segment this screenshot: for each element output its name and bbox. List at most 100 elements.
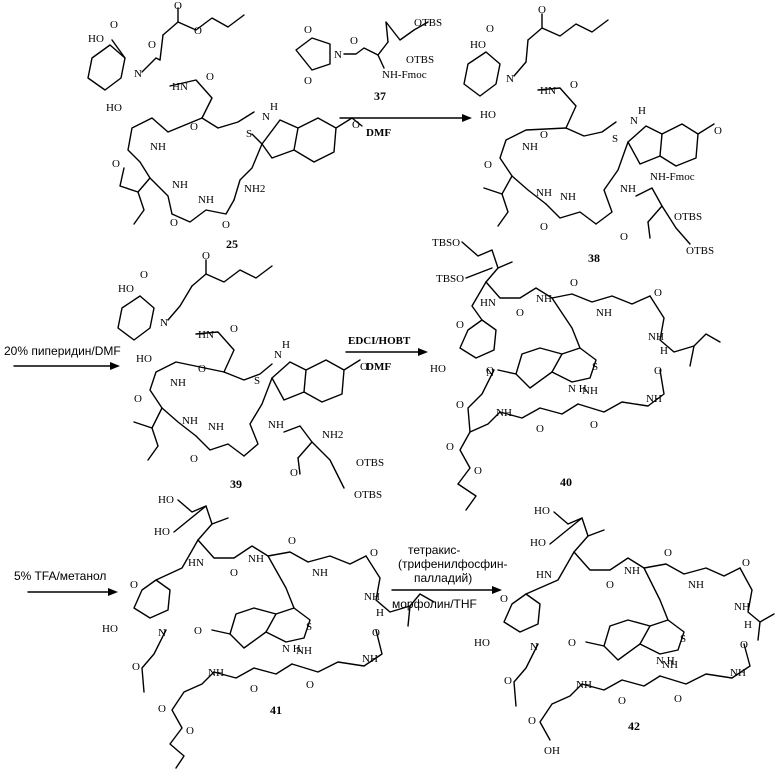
atom-nh: NH bbox=[536, 293, 552, 305]
atom-o: O bbox=[306, 679, 314, 691]
atom-o: O bbox=[504, 675, 512, 687]
atom-nh: NH bbox=[596, 307, 612, 319]
atom-o: O bbox=[202, 250, 210, 262]
reagent-edci-hobt: EDCI/HOBT bbox=[348, 335, 411, 347]
compound-40: TBSO TBSO HN O NH O NH O NH H O NH NH O … bbox=[430, 237, 720, 510]
atom-o: O bbox=[190, 453, 198, 465]
atom-o: O bbox=[570, 277, 578, 289]
atom-otbs: OTBS bbox=[686, 245, 714, 257]
atom-o: O bbox=[540, 221, 548, 233]
atom-o: O bbox=[190, 121, 198, 133]
atom-o: O bbox=[174, 0, 182, 12]
atom-tbso: TBSO bbox=[436, 273, 464, 285]
atom-otbs: OTBS bbox=[356, 457, 384, 469]
atom-ho: HO bbox=[430, 363, 446, 375]
atom-n-h: N H bbox=[656, 655, 675, 667]
atom-ho: HO bbox=[154, 526, 170, 538]
atom-nh: NH bbox=[730, 667, 746, 679]
atom-o: O bbox=[222, 219, 230, 231]
atom-hn: HN bbox=[540, 85, 556, 97]
atom-o: O bbox=[664, 547, 672, 559]
atom-nh: NH bbox=[620, 183, 636, 195]
atom-nh: NH bbox=[646, 393, 662, 405]
atom-o: O bbox=[528, 715, 536, 727]
compound-25: O O HO O N HO O HN O S N H O NH2 O NH O … bbox=[88, 0, 362, 251]
atom-o: O bbox=[500, 593, 508, 605]
atom-o: O bbox=[372, 627, 380, 639]
reagent-pd-line1: тетракис- bbox=[408, 543, 460, 557]
reagent-dmf: DMF bbox=[366, 361, 391, 373]
atom-o: O bbox=[186, 725, 194, 737]
atom-nh: NH bbox=[734, 601, 750, 613]
atom-o: O bbox=[618, 695, 626, 707]
atom-n: N bbox=[506, 73, 514, 85]
atom-nh: NH bbox=[198, 194, 214, 206]
atom-o: O bbox=[516, 307, 524, 319]
atom-ho: HO bbox=[158, 494, 174, 506]
atom-nh: NH bbox=[522, 141, 538, 153]
atom-s: S bbox=[592, 361, 598, 373]
atom-nh: NH bbox=[208, 421, 224, 433]
atom-hn: HN bbox=[188, 557, 204, 569]
atom-h: H bbox=[660, 345, 668, 357]
atom-n: N bbox=[630, 115, 638, 127]
atom-hn: HN bbox=[198, 329, 214, 341]
atom-o: O bbox=[446, 441, 454, 453]
atom-nh: NH bbox=[560, 191, 576, 203]
atom-o: O bbox=[132, 661, 140, 673]
atom-o: O bbox=[206, 71, 214, 83]
atom-nh: NH bbox=[248, 553, 264, 565]
atom-o: O bbox=[198, 363, 206, 375]
compound-number: 38 bbox=[588, 251, 600, 265]
atom-n: N bbox=[274, 349, 282, 361]
atom-n-h: N H bbox=[282, 643, 301, 655]
atom-o: O bbox=[288, 535, 296, 547]
atom-n: N bbox=[262, 111, 270, 123]
atom-ho: HO bbox=[118, 283, 134, 295]
atom-ho: HO bbox=[480, 109, 496, 121]
reaction-arrow-2: 20% пиперидин/DMF bbox=[4, 344, 121, 370]
atom-o: O bbox=[742, 557, 750, 569]
atom-o: O bbox=[654, 287, 662, 299]
atom-h: H bbox=[744, 619, 752, 631]
atom-o: O bbox=[484, 159, 492, 171]
atom-o: O bbox=[134, 393, 142, 405]
atom-o: O bbox=[290, 467, 298, 479]
atom-nh: NH bbox=[536, 187, 552, 199]
atom-n: N bbox=[334, 49, 342, 61]
atom-h: H bbox=[376, 607, 384, 619]
atom-o: O bbox=[606, 579, 614, 591]
reaction-arrow-5: тетракис- (трифенилфосфин- палладий) мор… bbox=[392, 543, 508, 611]
atom-s: S bbox=[612, 133, 618, 145]
compound-number: 25 bbox=[226, 237, 238, 251]
reagent-tfa: 5% TFA/метанол bbox=[14, 569, 106, 583]
atom-nh: NH bbox=[150, 141, 166, 153]
atom-n-h: N H bbox=[568, 383, 587, 395]
atom-otbs: OTBS bbox=[414, 17, 442, 29]
atom-tbso: TBSO bbox=[432, 237, 460, 249]
atom-o: O bbox=[158, 703, 166, 715]
atom-o: O bbox=[230, 567, 238, 579]
atom-ho: HO bbox=[136, 353, 152, 365]
atom-nh: NH bbox=[268, 419, 284, 431]
atom-o: O bbox=[350, 35, 358, 47]
atom-o: O bbox=[714, 125, 722, 137]
atom-n: N bbox=[134, 68, 142, 80]
atom-ho: HO bbox=[470, 39, 486, 51]
atom-o: O bbox=[112, 158, 120, 170]
atom-o: O bbox=[538, 4, 546, 16]
atom-o: O bbox=[148, 39, 156, 51]
atom-hn: HN bbox=[536, 569, 552, 581]
atom-o: O bbox=[620, 231, 628, 243]
compound-37: O O N O OTBS OTBS NH-Fmoc 37 bbox=[296, 17, 442, 103]
reagent-pd-line3: палладий) bbox=[414, 571, 472, 585]
atom-ho: HO bbox=[88, 33, 104, 45]
atom-o: O bbox=[540, 129, 548, 141]
atom-o: O bbox=[456, 319, 464, 331]
compound-number: 39 bbox=[230, 477, 242, 491]
atom-o: O bbox=[486, 23, 494, 35]
atom-o: O bbox=[110, 19, 118, 31]
atom-ho: HO bbox=[474, 637, 490, 649]
